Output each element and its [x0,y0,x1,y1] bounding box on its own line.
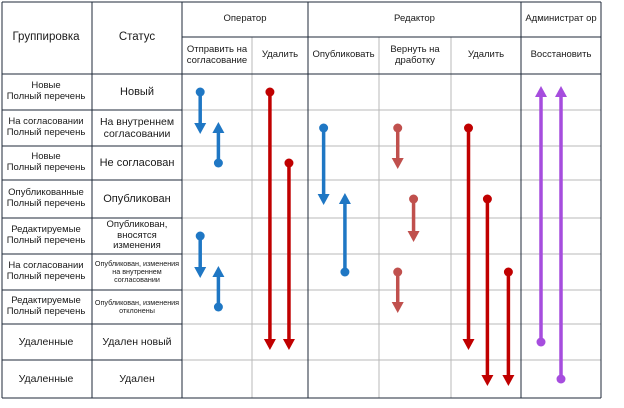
arrow-head [462,339,475,350]
transition-arrow-ed-publish-new [317,123,330,205]
transition-arrow-ed-delete-published [481,194,494,386]
col-ed-publish: Опубликовать [312,49,375,61]
transition-arrow-ed-delete-new [462,123,475,350]
transition-arrow-op-delete-new [263,87,276,350]
arrow-origin-dot [393,123,403,133]
row-6-group: На согласовании Полный перечень [6,260,86,282]
row-2-status: На внутреннем согласовании [99,115,175,140]
transition-arrow-ad-restore-new [535,86,547,347]
transition-arrow-send-edit-return [212,266,225,312]
arrow-head [535,86,547,97]
arrow-origin-dot [482,194,492,204]
arrow-head [338,193,351,204]
row-5-group: Редактируемые Полный перечень [6,224,86,246]
row-1-status: Новый [120,85,154,98]
header-status: Статус [118,31,156,44]
row-9-status: Удален [119,372,155,385]
row-1-group: Новые Полный перечень [6,80,86,102]
transition-arrow-op-delete-rejected [282,158,295,350]
arrow-head [481,375,494,386]
arrow-origin-dot [195,87,205,97]
row-3-status: Не согласован [99,156,175,169]
arrow-head [502,375,515,386]
arrow-origin-dot [503,267,513,277]
transition-arrow-ad-restore-published [555,86,567,384]
row-4-status: Опубликован [103,192,171,205]
arrow-origin-dot [464,123,473,133]
arrow-head [391,302,404,313]
arrow-head [317,194,330,205]
row-8-group: Удаленные [18,335,74,348]
row-7-status: Опубликован, изменения отклонены [94,297,180,315]
arrow-head [391,158,404,169]
arrow-origin-dot [195,231,205,241]
arrow-head [555,86,567,97]
arrow-head [194,267,207,278]
arrow-origin-dot [319,123,329,133]
col-ad-restore: Восстановить [530,49,592,61]
arrow-origin-dot [213,302,223,312]
row-9-group: Удаленные [18,372,74,385]
transition-arrow-send-new [194,87,207,134]
row-7-group: Редактируемые Полный перечень [6,295,86,317]
arrow-origin-dot [409,194,419,204]
arrow-head [212,266,225,277]
arrow-origin-dot [536,337,546,347]
transition-arrow-ed-delete-edit [502,267,515,386]
transition-arrow-ed-return-new [391,123,404,169]
arrow-origin-dot [284,158,294,168]
col-ed-delete: Удалить [467,49,505,61]
header-admin: Администрат ор [525,13,597,25]
row-3-group: Новые Полный перечень [6,151,86,173]
col-ed-return: Вернуть на дработку [390,43,440,66]
arrow-origin-dot [556,374,566,384]
arrow-head [194,123,207,134]
transition-arrow-send-edit [194,231,207,278]
header-editor: Редактор [394,13,435,25]
row-5-status: Опубликован, вносятся изменения [106,218,168,252]
transition-arrow-send-return [212,122,225,168]
transition-arrow-ed-return-published [407,194,420,242]
header-grouping: Группировка [12,31,80,44]
transition-arrow-ed-publish-edit [338,193,351,277]
arrow-head [282,339,295,350]
col-op-send: Отправить на согласование [186,43,248,66]
row-6-status: Опубликован, изменения на внутреннем сог… [94,258,180,285]
row-8-status: Удален новый [102,335,172,348]
arrow-origin-dot [265,87,275,97]
header-operator: Оператор [223,13,267,25]
col-op-delete: Удалить [261,49,299,61]
arrow-head [212,122,225,133]
arrow-head [407,231,420,242]
arrow-origin-dot [340,267,350,277]
row-2-group: На согласовании Полный перечень [6,116,86,138]
arrow-origin-dot [213,158,223,168]
transition-arrow-ed-return-edit [391,267,404,313]
row-4-group: Опубликованные Полный перечень [6,187,86,209]
arrow-origin-dot [393,267,403,277]
arrow-head [263,339,276,350]
